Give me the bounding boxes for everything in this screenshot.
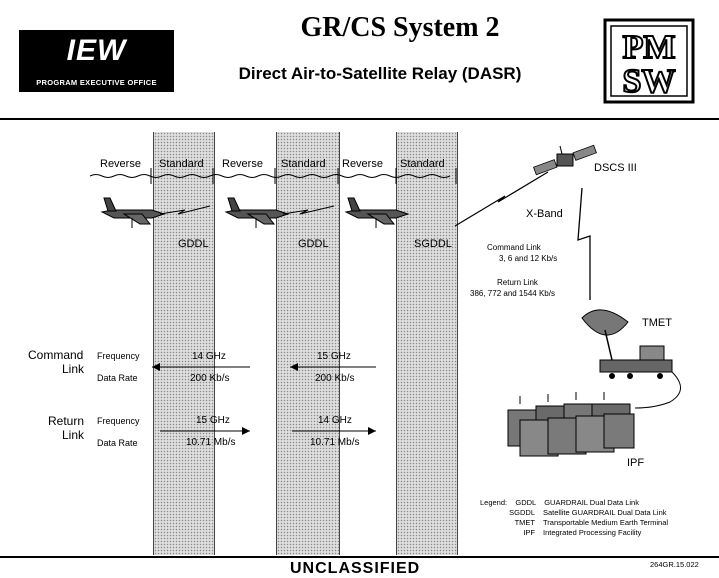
- relay-link-2-3: [282, 205, 335, 215]
- legend-title: Legend:: [480, 498, 508, 507]
- range-wave-line: [89, 174, 451, 178]
- band-standard-2: [276, 132, 340, 555]
- tmet-label: TMET: [642, 317, 672, 329]
- iew-logo: IEW PROGRAM EXECUTIVE OFFICE: [19, 30, 174, 92]
- iew-logo-title: IEW: [66, 34, 127, 67]
- command-rate-1: 200 Kb/s: [190, 373, 230, 384]
- legend-abbr: SGDDL: [509, 508, 535, 517]
- satellite-label: DSCS III: [594, 162, 637, 174]
- return-link-label-2: Link: [62, 428, 85, 442]
- ipf-label: IPF: [627, 457, 645, 469]
- legend-desc: GUARDRAIL Dual Data Link: [544, 498, 639, 507]
- return-freq-1: 15 GHz: [196, 415, 230, 426]
- iew-logo-subtitle: PROGRAM EXECUTIVE OFFICE: [36, 78, 157, 87]
- aircraft-2-label: GDDL: [298, 238, 329, 250]
- aircraft-2-icon: [224, 197, 290, 228]
- column-reverse-1: Reverse: [100, 158, 141, 170]
- legend-row-sgddl: SGDDL Satellite GUARDRAIL Dual Data Link: [480, 508, 668, 518]
- return-rate-1: 10.71 Mb/s: [186, 437, 236, 448]
- column-standard-3: Standard: [400, 158, 445, 170]
- tmet-dish-icon: [581, 309, 673, 379]
- column-standard-1: Standard: [159, 158, 204, 170]
- legend-abbr: IPF: [523, 528, 535, 537]
- page-subtitle: Direct Air-to-Satellite Relay (DASR): [238, 64, 522, 83]
- legend-desc: Satellite GUARDRAIL Dual Data Link: [543, 508, 667, 517]
- sat-command-link-title: Command Link: [487, 243, 541, 252]
- column-standard-2: Standard: [281, 158, 326, 170]
- legend-row-tmet: TMET Transportable Medium Earth Terminal: [480, 518, 668, 528]
- band-standard-1: [153, 132, 215, 555]
- command-arrow-2: [290, 363, 376, 371]
- pmsw-logo: PM SW: [603, 18, 695, 104]
- command-link-label-1: Command: [28, 348, 84, 362]
- downlink-to-ground: [577, 187, 591, 300]
- sat-return-link-rates: 386, 772 and 1544 Kb/s: [470, 289, 555, 298]
- legend-abbr: GDDL: [515, 498, 537, 507]
- band-standard-3: [396, 132, 458, 555]
- command-freq-1: 14 GHz: [192, 351, 226, 362]
- aircraft-3-label: SGDDL: [414, 238, 452, 250]
- legend-abbr: TMET: [514, 518, 535, 527]
- x-band-label: X-Band: [526, 208, 563, 220]
- footer-divider: [0, 556, 719, 558]
- satellite-icon: [533, 144, 597, 176]
- legend-row-ipf: IPF Integrated Processing Facility: [480, 528, 668, 538]
- return-arrow-2: [292, 427, 376, 435]
- tmet-ipf-cable: [634, 371, 681, 409]
- command-link-label-2: Link: [62, 362, 85, 376]
- return-freq-2: 14 GHz: [318, 415, 352, 426]
- column-reverse-3: Reverse: [342, 158, 383, 170]
- aircraft-1-icon: [100, 197, 166, 228]
- aircraft-1-label: GDDL: [178, 238, 209, 250]
- pmsw-logo-line2: SW: [623, 63, 676, 100]
- return-datarate-label: Data Rate: [97, 438, 138, 448]
- document-code: 264GR.15.022: [650, 560, 699, 569]
- pmsw-logo-line1: PM: [623, 29, 676, 66]
- command-freq-2: 15 GHz: [317, 351, 351, 362]
- command-arrow-1: [152, 363, 250, 371]
- return-rate-2: 10.71 Mb/s: [310, 437, 360, 448]
- command-datarate-label: Data Rate: [97, 373, 138, 383]
- legend-desc: Integrated Processing Facility: [543, 528, 642, 537]
- return-frequency-label: Frequency: [97, 416, 140, 426]
- legend-desc: Transportable Medium Earth Terminal: [543, 518, 669, 527]
- aircraft-3-icon: [344, 197, 410, 228]
- return-arrow-1: [160, 427, 250, 435]
- header-divider: [0, 118, 719, 120]
- command-frequency-label: Frequency: [97, 351, 140, 361]
- legend-row-gddl: Legend: GDDL GUARDRAIL Dual Data Link: [480, 498, 668, 508]
- command-rate-2: 200 Kb/s: [315, 373, 355, 384]
- classification-banner: UNCLASSIFIED: [290, 560, 421, 577]
- ipf-shelters-icon: [507, 392, 635, 457]
- relay-link-1-2: [159, 205, 211, 215]
- sat-return-link-title: Return Link: [497, 278, 538, 287]
- return-link-label-1: Return: [48, 414, 85, 428]
- uplink-to-satellite: [454, 171, 549, 227]
- sat-command-link-rates: 3, 6 and 12 Kb/s: [499, 254, 558, 263]
- page-title: GR/CS System 2: [300, 12, 500, 43]
- legend: Legend: GDDL GUARDRAIL Dual Data Link SGD…: [480, 498, 668, 538]
- column-reverse-2: Reverse: [222, 158, 263, 170]
